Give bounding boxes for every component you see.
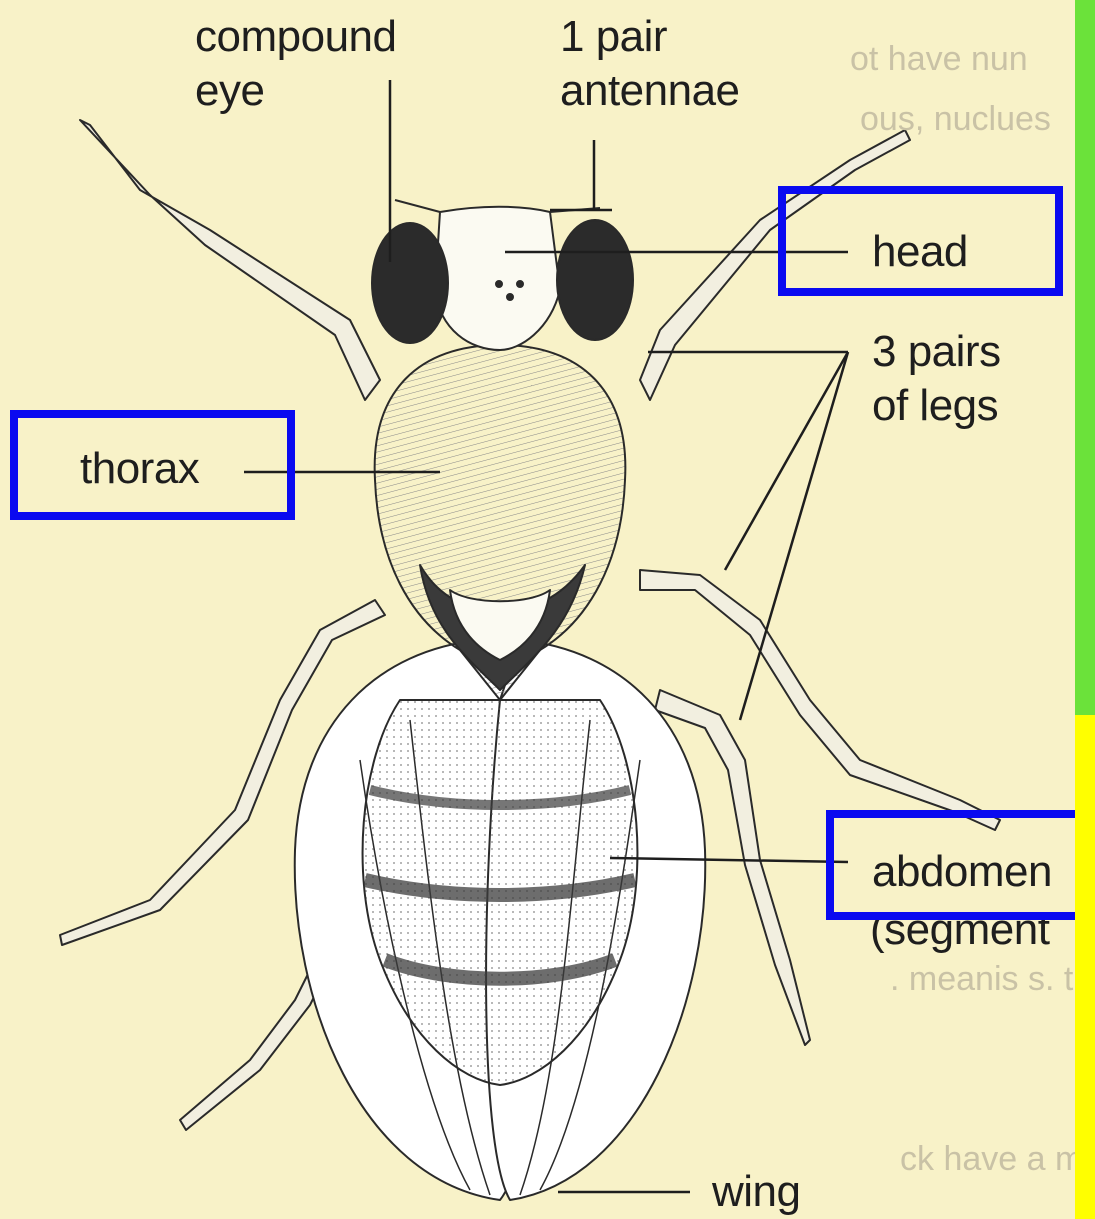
label-antennae: 1 pair antennae [560,10,740,118]
background-text: ck have a musc [900,1140,1095,1179]
edge-strip-green [1075,0,1095,715]
antenna-left [395,200,440,212]
highlight-box-thorax [10,410,295,520]
label-wing: wing [712,1165,801,1219]
leader-antennae [550,140,612,210]
eye-right [557,220,633,340]
label-compound-eye: compound eye [195,10,396,118]
head-body [372,207,633,350]
edge-strip-yellow [1075,715,1095,1219]
label-legs: 3 pairs of legs [872,325,1001,433]
eye-left [372,223,448,343]
background-text: ous, nuclues [860,100,1051,139]
background-text: . meanis s. the [890,960,1095,999]
highlight-box-head [778,186,1063,296]
highlight-box-abdomen [826,810,1095,920]
leader-legs-2 [725,352,848,570]
leader-legs-3 [740,352,848,720]
thorax-body [375,345,626,700]
background-text: ot have nun [850,40,1028,79]
